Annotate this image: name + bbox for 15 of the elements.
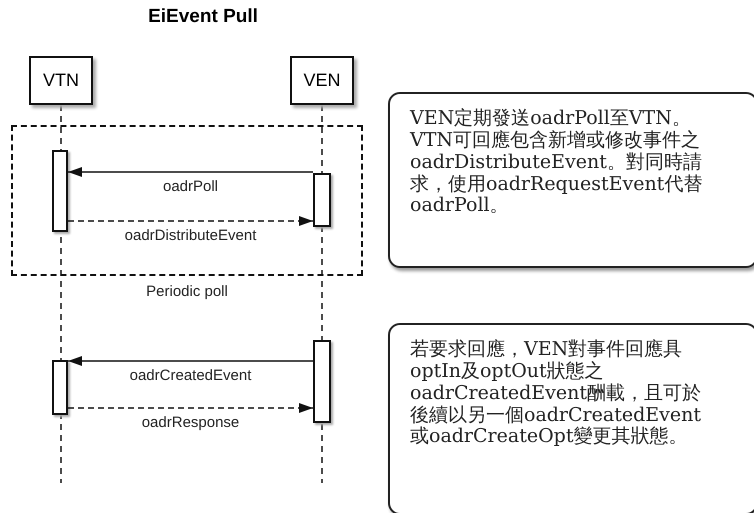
message-arrow	[68, 167, 313, 177]
message-arrow	[68, 356, 313, 366]
lifeline-head: VTN	[29, 56, 93, 105]
activation-bar	[313, 340, 331, 423]
frame-label: Periodic poll	[145, 283, 229, 300]
note-box: VEN定期發送oadrPoll至VTN。VTN可回應包含新增或修改事件之oadrDistributeEvent。對同時請求，使用oadrRequestEvent代替oadrPoll。	[388, 92, 754, 268]
activation-bar	[52, 360, 68, 415]
message-arrow	[68, 403, 313, 413]
message-arrow	[68, 216, 313, 226]
edge-label: oadrResponse	[140, 414, 242, 431]
activation-bar	[52, 150, 68, 232]
lifeline-head: VEN	[290, 56, 354, 105]
activation-bar	[313, 173, 331, 227]
note-box: 若要求回應，VEN對事件回應具optIn及optOut狀態之oadrCreatedEvent酬載，且可於後續以另一個oadrCreatedEvent或oadrCreateOpt變更其狀態。	[388, 323, 754, 513]
diagram-title: EiEvent Pull	[147, 6, 259, 28]
